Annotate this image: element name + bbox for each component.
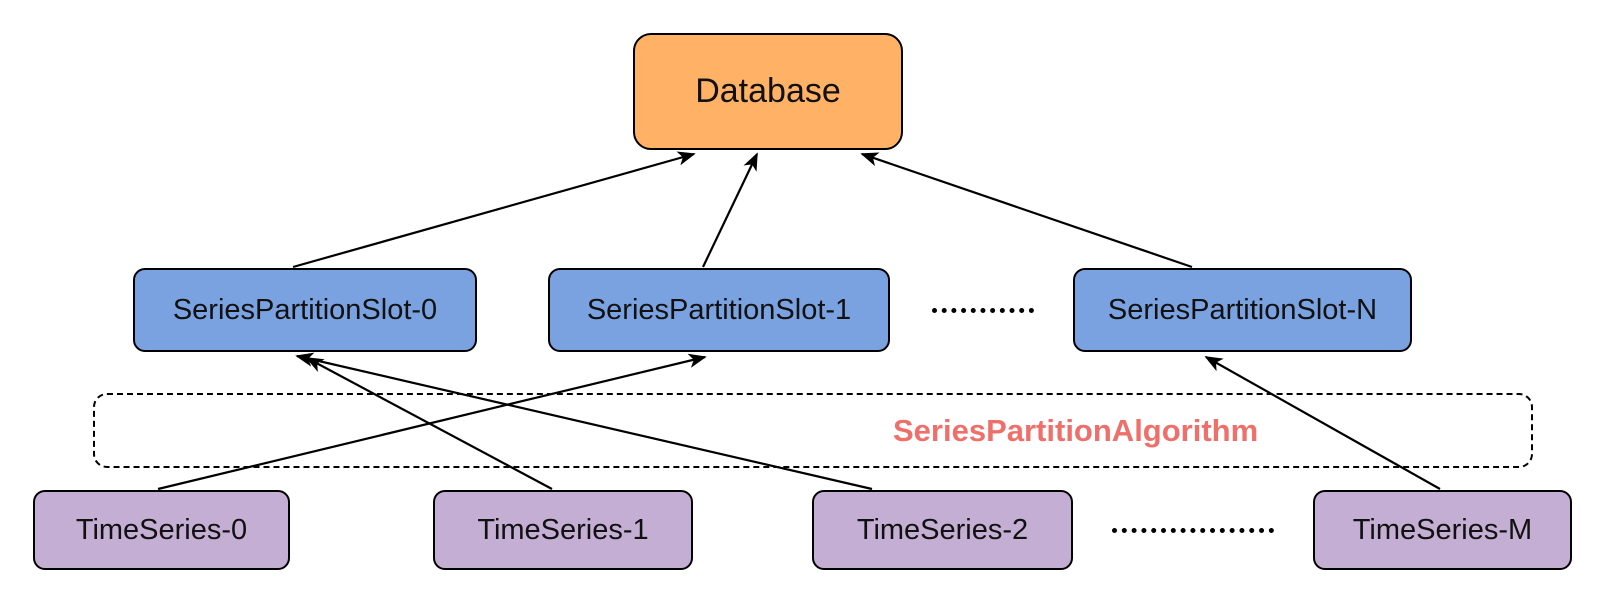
arrow-slot-0-to-database bbox=[292, 151, 696, 269]
node-series-partition-slot-0: SeriesPartitionSlot-0 bbox=[133, 268, 477, 352]
series-partition-algorithm-label: SeriesPartitionAlgorithm bbox=[893, 412, 1259, 448]
node-series-partition-slot-n: SeriesPartitionSlot-N bbox=[1073, 268, 1412, 352]
series-partition-algorithm-box: SeriesPartitionAlgorithm bbox=[93, 393, 1533, 468]
arrow-slot-1-to-database bbox=[702, 152, 758, 268]
node-time-series-0: TimeSeries-0 bbox=[33, 490, 290, 570]
node-time-series-1: TimeSeries-1 bbox=[433, 490, 693, 570]
node-time-series-m: TimeSeries-M bbox=[1313, 490, 1572, 570]
node-series-partition-slot-1: SeriesPartitionSlot-1 bbox=[548, 268, 890, 352]
ellipsis-dots-slot-row-icon bbox=[932, 308, 1034, 313]
node-database: Database bbox=[633, 33, 903, 150]
arrow-slot-n-to-database bbox=[860, 152, 1193, 269]
node-time-series-2: TimeSeries-2 bbox=[812, 490, 1073, 570]
ellipsis-dots-timeseries-row-icon bbox=[1112, 528, 1274, 533]
